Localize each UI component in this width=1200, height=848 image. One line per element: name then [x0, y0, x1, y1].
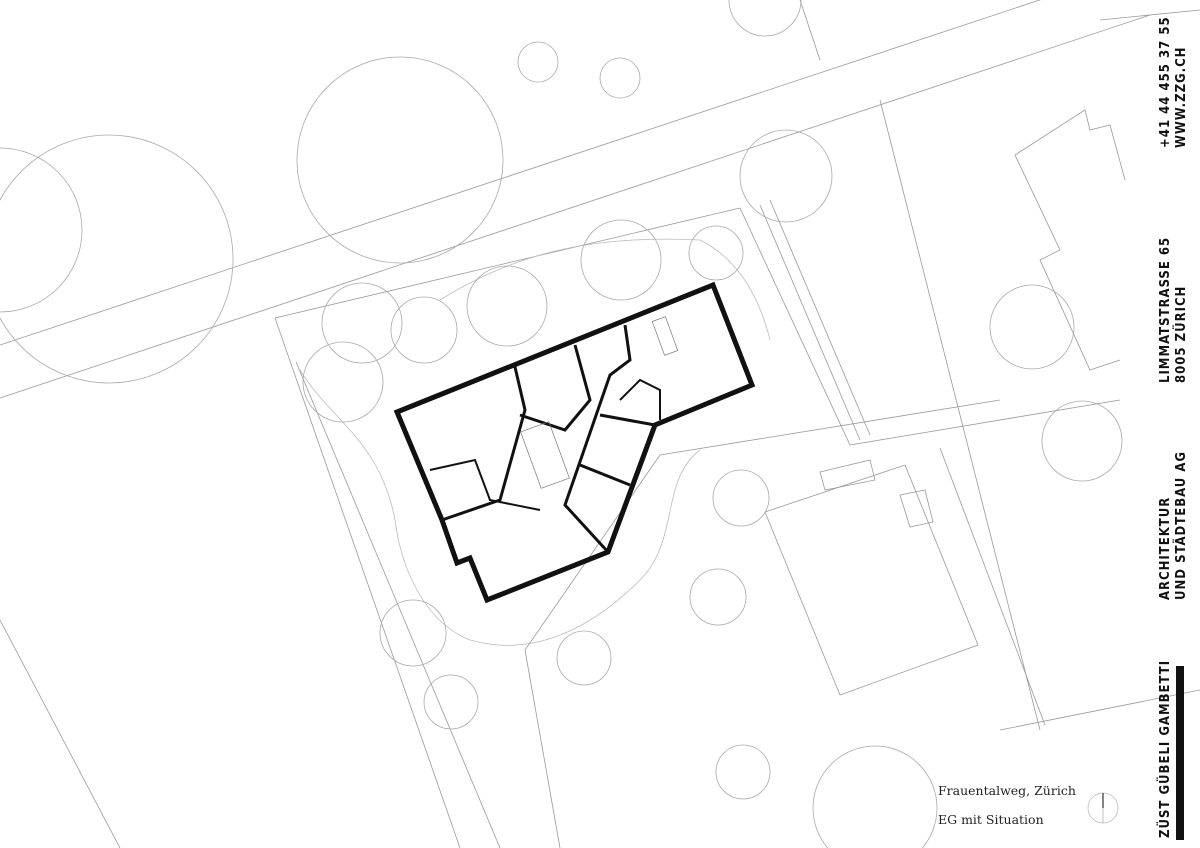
discipline-block: ARCHITEKTUR UND STÄDTEBAU AG: [1158, 451, 1190, 600]
north-arrow-icon: [1087, 792, 1119, 824]
firm-name: ZÜST GÜBELI GAMBETTI: [1158, 660, 1174, 838]
contact-block: +41 44 455 37 55 WWW.ZZG.CH: [1158, 16, 1190, 148]
address-block: LIMMATSTRASSE 65 8005 ZÜRICH: [1158, 237, 1190, 383]
firm-name-text: ZÜST GÜBELI GAMBETTI: [1158, 659, 1173, 838]
website-link[interactable]: WWW.ZZG.CH: [1174, 46, 1189, 148]
drawing-title: EG mit Situation: [938, 812, 1044, 827]
phone: +41 44 455 37 55: [1158, 16, 1173, 148]
discipline-line1: ARCHITEKTUR: [1158, 496, 1173, 600]
interior-details: [520, 316, 679, 489]
address-line2: 8005 ZÜRICH: [1174, 285, 1189, 383]
address-line1: LIMMATSTRASSE 65: [1158, 236, 1173, 383]
project-location: Frauentalweg, Zürich: [938, 783, 1076, 798]
trees: [0, 0, 1123, 848]
building-walls: [393, 281, 756, 604]
discipline-line2: UND STÄDTEBAU AG: [1174, 451, 1189, 600]
firm-bar: [1176, 666, 1184, 840]
